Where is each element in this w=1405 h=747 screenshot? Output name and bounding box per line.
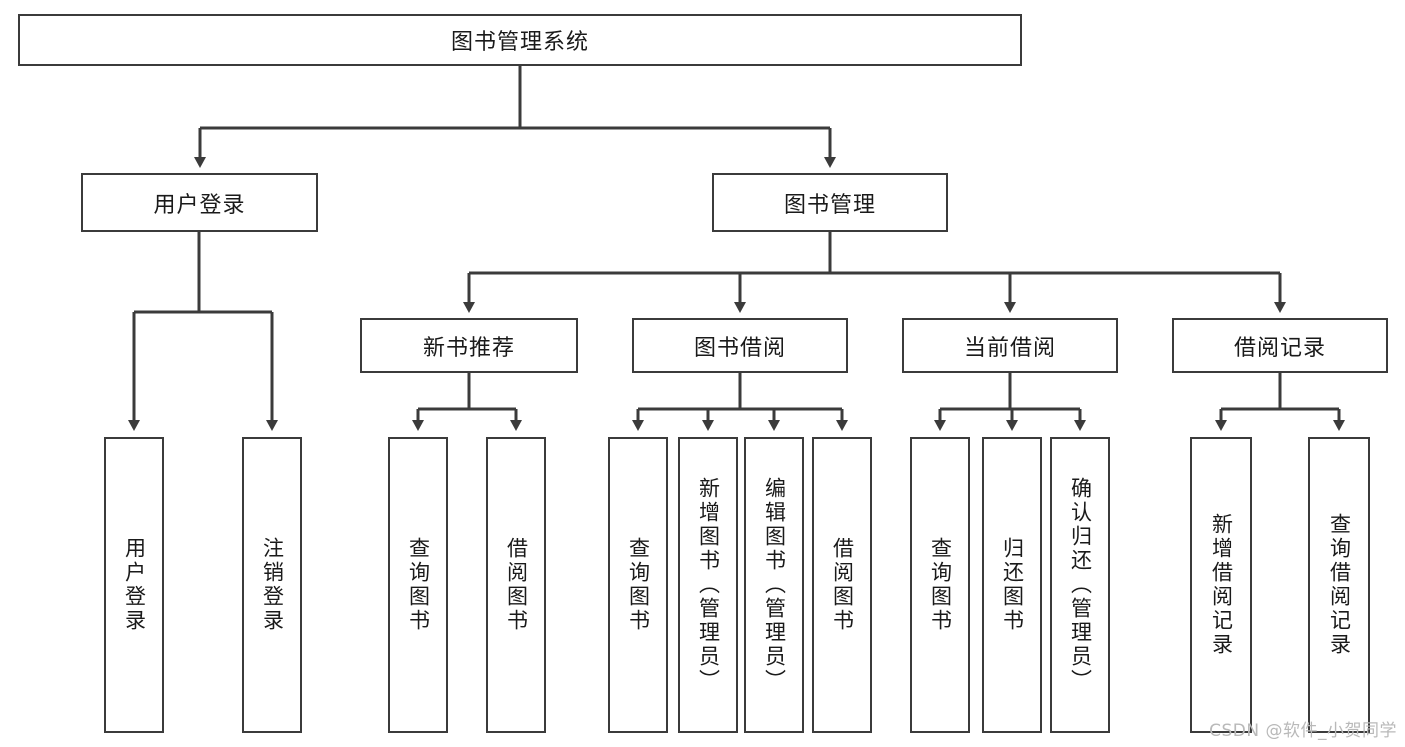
leaf-node[interactable]: 查询图书	[608, 437, 668, 733]
leaf-node[interactable]: 注销登录	[242, 437, 302, 733]
node-label: 图书借阅	[693, 335, 786, 361]
node-label: 用户登录	[122, 537, 147, 633]
node-label: 查询借阅记录	[1327, 513, 1352, 657]
node-label: 图书管理	[783, 192, 876, 218]
node-new-book-recommend[interactable]: 新书推荐	[360, 318, 578, 373]
node-current-borrow[interactable]: 当前借阅	[902, 318, 1118, 373]
node-label: 新增借阅记录	[1209, 513, 1234, 657]
leaf-node[interactable]: 归还图书	[982, 437, 1042, 733]
node-label: 新增图书（管理员）	[696, 477, 721, 693]
node-label: 注销登录	[260, 537, 285, 633]
leaf-node[interactable]: 新增图书（管理员）	[678, 437, 738, 733]
leaf-node[interactable]: 借阅图书	[486, 437, 546, 733]
node-label: 借阅图书	[830, 537, 855, 633]
node-label: 查询图书	[928, 537, 953, 633]
node-label: 图书管理系统	[450, 30, 589, 55]
leaf-node[interactable]: 用户登录	[104, 437, 164, 733]
node-book-borrow[interactable]: 图书借阅	[632, 318, 848, 373]
node-label: 查询图书	[626, 537, 651, 633]
leaf-node[interactable]: 查询图书	[388, 437, 448, 733]
node-label: 确认归还（管理员）	[1068, 477, 1093, 693]
leaf-node[interactable]: 新增借阅记录	[1190, 437, 1252, 733]
node-label: 用户登录	[153, 192, 246, 218]
node-label: 新书推荐	[422, 335, 515, 361]
node-label: 编辑图书（管理员）	[762, 477, 787, 693]
node-label: 借阅图书	[504, 537, 529, 633]
node-label: 归还图书	[1000, 537, 1025, 633]
node-label: 当前借阅	[963, 335, 1056, 361]
node-user-login[interactable]: 用户登录	[81, 173, 318, 232]
node-root-system[interactable]: 图书管理系统	[18, 14, 1022, 66]
node-label: 借阅记录	[1233, 335, 1326, 361]
leaf-node[interactable]: 确认归还（管理员）	[1050, 437, 1110, 733]
node-label: 查询图书	[406, 537, 431, 633]
node-borrow-record[interactable]: 借阅记录	[1172, 318, 1388, 373]
leaf-node[interactable]: 借阅图书	[812, 437, 872, 733]
leaf-node[interactable]: 查询借阅记录	[1308, 437, 1370, 733]
leaf-node[interactable]: 编辑图书（管理员）	[744, 437, 804, 733]
node-book-management[interactable]: 图书管理	[712, 173, 948, 232]
csdn-watermark: CSDN @软件_小贺同学	[1209, 721, 1397, 741]
leaf-node[interactable]: 查询图书	[910, 437, 970, 733]
